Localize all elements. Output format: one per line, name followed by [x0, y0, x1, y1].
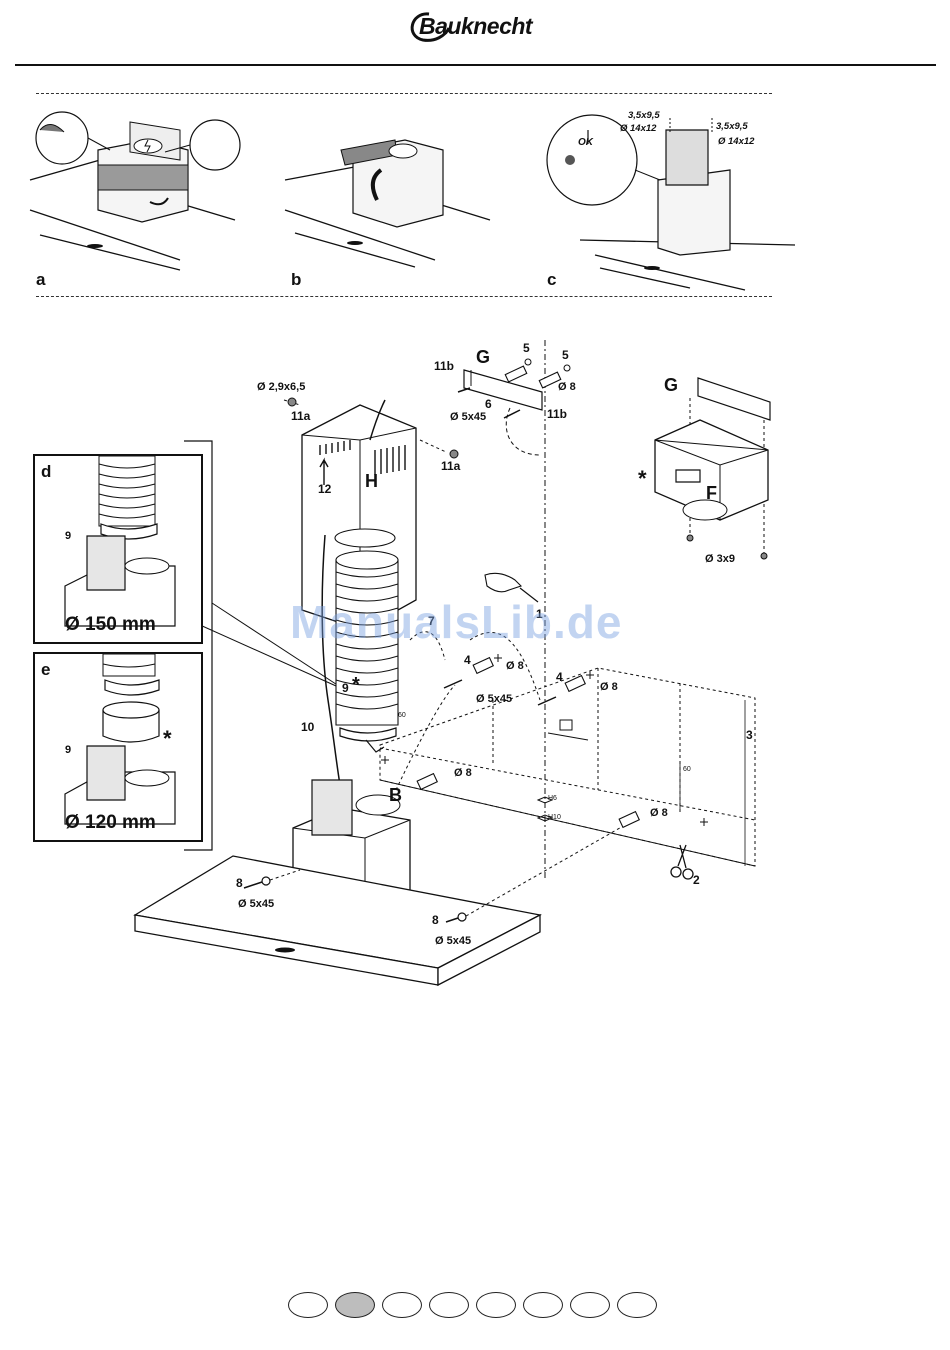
inset-e-marker: *	[163, 726, 172, 752]
label-d5x45-top: Ø 5x45	[450, 411, 486, 423]
inset-e-part: 9	[65, 744, 71, 756]
label-B: B	[389, 785, 402, 806]
page-pill-5	[476, 1292, 516, 1318]
label-10: 10	[301, 720, 314, 734]
inset-d-panel: d 9 Ø 150 mm	[33, 454, 203, 644]
page-pill-7	[570, 1292, 610, 1318]
label-H10: H10	[548, 814, 561, 821]
label-d8-a: Ø 8	[506, 660, 524, 672]
label-2: 2	[693, 873, 700, 887]
label-5b: 5	[562, 348, 569, 362]
watermark: ManualsLib.de	[290, 595, 622, 649]
label-F: F	[706, 483, 717, 504]
inset-d-letter: d	[41, 462, 51, 482]
label-d3x9: Ø 3x9	[705, 553, 735, 565]
label-8a: 8	[236, 876, 243, 890]
language-page-indicator	[288, 1292, 668, 1322]
page-pill-3	[382, 1292, 422, 1318]
label-6: 6	[485, 397, 492, 411]
label-8b: 8	[432, 913, 439, 927]
label-5a: 5	[523, 341, 530, 355]
label-9: 9	[342, 681, 349, 695]
label-4b: 4	[556, 670, 563, 684]
page-pill-2-active	[335, 1292, 375, 1318]
label-G: G	[476, 347, 490, 368]
page-pill-1	[288, 1292, 328, 1318]
page-pill-4	[429, 1292, 469, 1318]
label-star-duct: *	[352, 674, 360, 697]
label-d8-b: Ø 8	[600, 681, 618, 693]
label-dim60a: 60	[398, 712, 406, 719]
label-3: 3	[746, 728, 753, 742]
inset-e-panel: e 9 * Ø 120 mm	[33, 652, 203, 842]
inset-d-size: Ø 150 mm	[65, 614, 156, 636]
label-H6: H6	[548, 795, 557, 802]
label-d5x45-b: Ø 5x45	[435, 935, 471, 947]
label-d5x45-mid: Ø 5x45	[476, 693, 512, 705]
page-pill-8	[617, 1292, 657, 1318]
label-H: H	[365, 471, 378, 492]
inset-d-part: 9	[65, 530, 71, 542]
label-11a-right: 11a	[441, 459, 460, 473]
label-11a-left: 11a	[291, 409, 310, 423]
label-4a: 4	[464, 653, 471, 667]
label-d8-c: Ø 8	[454, 767, 472, 779]
label-d8-d: Ø 8	[650, 807, 668, 819]
page-pill-6	[523, 1292, 563, 1318]
inset-e-letter: e	[41, 660, 50, 680]
label-star-filter: *	[638, 466, 647, 492]
label-d8-top: Ø 8	[558, 381, 576, 393]
inset-e-size: Ø 120 mm	[65, 812, 156, 834]
label-screw-top: Ø 2,9x6,5	[257, 381, 305, 393]
label-G-filter: G	[664, 375, 678, 396]
label-dim60b: 60	[683, 766, 691, 773]
label-d5x45-a: Ø 5x45	[238, 898, 274, 910]
label-11b-right: 11b	[547, 407, 567, 421]
label-11b-left: 11b	[434, 359, 454, 373]
label-12: 12	[318, 482, 331, 496]
